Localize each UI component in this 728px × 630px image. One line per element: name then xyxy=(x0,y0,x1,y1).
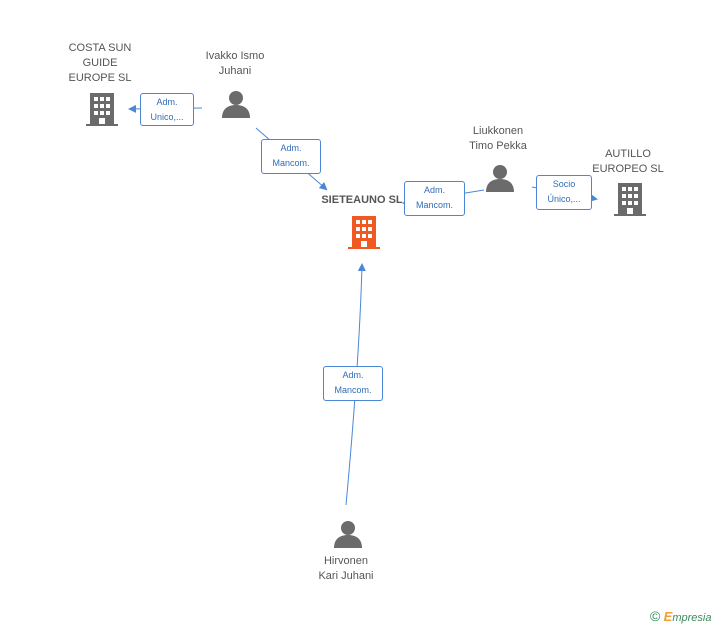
footer-brand[interactable]: © Empresia xyxy=(650,608,711,624)
edge-label-ivakko-costa[interactable]: Adm. Unico,... xyxy=(140,93,194,126)
person-icon[interactable] xyxy=(221,90,251,118)
person-icon[interactable] xyxy=(333,520,363,548)
node-label-costa-sun: COSTA SUN GUIDE EUROPE SL xyxy=(68,42,132,84)
copyright-symbol: © xyxy=(650,608,661,624)
person-icon[interactable] xyxy=(485,164,515,192)
building-icon[interactable] xyxy=(86,91,118,127)
edge-label-liukkonen-sieteauno[interactable]: Adm. Mancom. xyxy=(404,181,465,216)
node-label-autillo: AUTILLO EUROPEO SL xyxy=(592,148,664,175)
building-icon[interactable] xyxy=(348,214,380,250)
brand-name: mpresia xyxy=(672,612,712,624)
edge-label-ivakko-sieteauno[interactable]: Adm. Mancom. xyxy=(261,139,321,174)
edge-label-liukkonen-autillo[interactable]: Socio Único,... xyxy=(536,175,592,210)
node-label-ivakko: Ivakko Ismo Juhani xyxy=(205,50,265,77)
node-label-sieteauno: SIETEAUNO SL xyxy=(321,194,403,206)
brand-initial: E xyxy=(663,609,673,624)
edge-label-hirvonen-sieteauno[interactable]: Adm. Mancom. xyxy=(323,366,383,401)
building-icon[interactable] xyxy=(614,181,646,217)
node-label-hirvonen: Hirvonen Kari Juhani xyxy=(318,555,374,582)
node-label-liukkonen: Liukkonen Timo Pekka xyxy=(469,125,527,152)
